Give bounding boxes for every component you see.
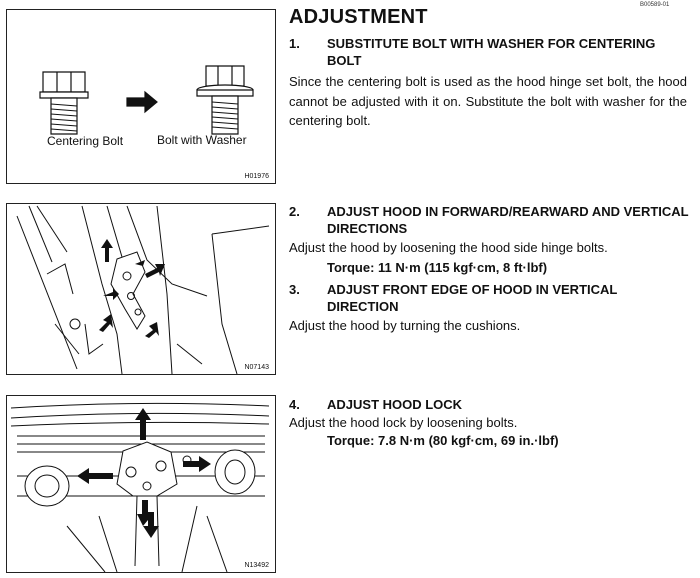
step-4-body: Adjust the hood lock by loosening bolts. bbox=[289, 415, 518, 430]
step-4-torque: Torque: 7.8 N·m (80 kgf·cm, 69 in.·lbf) bbox=[327, 433, 559, 448]
step-2-torque: Torque: 11 N·m (115 kgf·cm, 8 ft·lbf) bbox=[327, 260, 548, 275]
step-1-body: Since the centering bolt is used as the … bbox=[289, 74, 687, 128]
step-2-body: Adjust the hood by loosening the hood si… bbox=[289, 240, 608, 255]
step-heading: ADJUST HOOD LOCK bbox=[327, 397, 463, 412]
figure-hood-lock: N13492 bbox=[6, 395, 276, 573]
step-number: 4. bbox=[289, 397, 300, 412]
step-heading: SUBSTITUTE BOLT WITH WASHER FOR CENTERIN… bbox=[327, 36, 656, 68]
figure-hood-hinge: N07143 bbox=[6, 203, 276, 375]
label-centering-bolt: Centering Bolt bbox=[47, 134, 124, 148]
figure-code: N07143 bbox=[244, 364, 269, 371]
hood-lock-illustration bbox=[10, 402, 270, 572]
step-1-heading: 1. SUBSTITUTE BOLT WITH WASHER FOR CENTE… bbox=[289, 35, 689, 69]
step-number: 1. bbox=[289, 36, 300, 51]
page-title: ADJUSTMENT bbox=[289, 6, 428, 28]
hinge-illustration bbox=[16, 205, 270, 374]
label-bolt-with-washer: Bolt with Washer bbox=[157, 133, 247, 147]
step-number: 3. bbox=[289, 282, 300, 297]
bolt-illustration bbox=[39, 65, 254, 135]
step-2-heading: 2. ADJUST HOOD IN FORWARD/REARWARD AND V… bbox=[289, 203, 689, 237]
step-4-heading: 4. ADJUST HOOD LOCK bbox=[289, 396, 689, 413]
step-3-body: Adjust the hood by turning the cushions. bbox=[289, 318, 521, 333]
page-ref-code: B00589-01 bbox=[640, 2, 670, 8]
step-heading: ADJUST FRONT EDGE OF HOOD IN VERTICAL DI… bbox=[327, 282, 618, 314]
figure-code: H01976 bbox=[244, 173, 269, 180]
figure-code: N13492 bbox=[244, 562, 269, 569]
figure-centering-bolt: Centering Bolt Bolt with Washer H01976 bbox=[6, 9, 276, 184]
step-heading: ADJUST HOOD IN FORWARD/REARWARD AND VERT… bbox=[327, 204, 689, 236]
step-number: 2. bbox=[289, 204, 300, 219]
step-3-heading: 3. ADJUST FRONT EDGE OF HOOD IN VERTICAL… bbox=[289, 281, 689, 315]
